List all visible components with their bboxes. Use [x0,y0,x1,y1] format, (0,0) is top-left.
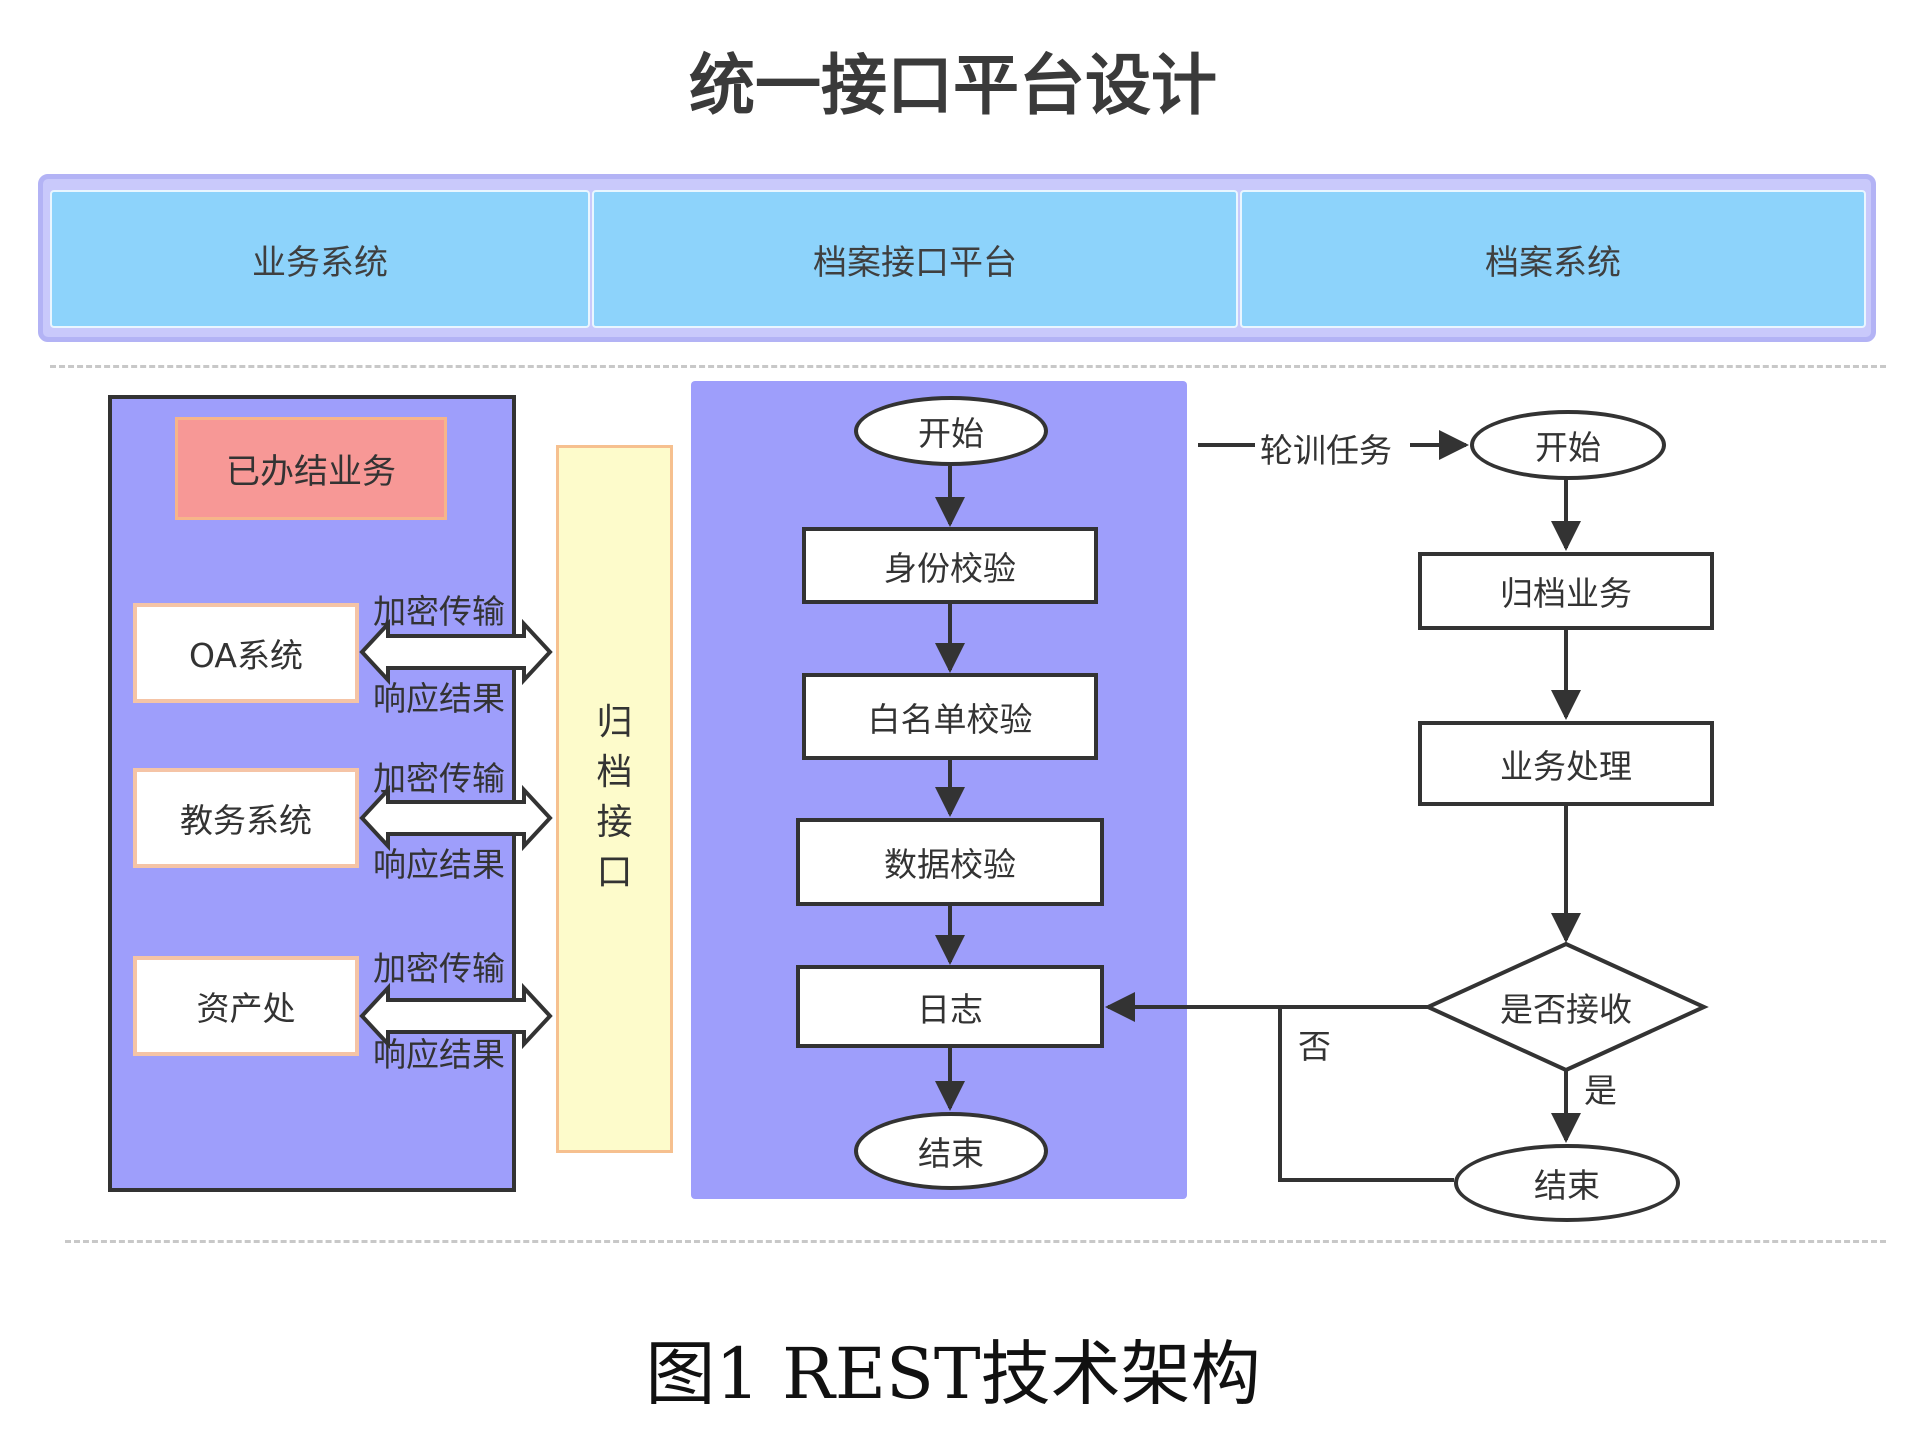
divider-top [50,365,1886,368]
node-label: 白名单校验 [867,699,1033,739]
decision-diamond [1423,941,1709,1073]
lane-archive-system: 档案系统 [1240,190,1866,328]
archive-flow-arrows [1105,478,1581,1182]
completed-business-box: 已办结业务 [175,417,447,520]
log-node: 日志 [796,965,1104,1048]
polling-task-label: 轮训任务 [1260,431,1392,470]
system-label: OA系统 [189,636,303,675]
figure-caption: 图1 REST技术架构 [645,1332,1261,1415]
archive-interface-char: 口 [596,852,633,893]
double-arrow-asset [359,982,553,1050]
node-label: 业务处理 [1500,746,1632,786]
identity-check-node: 身份校验 [802,527,1098,604]
data-check-node: 数据校验 [796,818,1104,906]
lane-label: 档案接口平台 [813,242,1017,283]
encrypted-transfer-label: 加密传输 [373,949,505,988]
node-label: 结束 [918,1134,984,1173]
node-label: 开始 [918,414,984,453]
node-label: 日志 [917,989,983,1029]
yes-label: 是 [1584,1071,1617,1110]
node-label: 身份校验 [884,548,1016,588]
asset-office-box: 资产处 [133,956,359,1056]
archive-end-node: 结束 [1454,1144,1680,1222]
lane-archive-interface-platform: 档案接口平台 [592,190,1238,328]
platform-end-node: 结束 [854,1112,1048,1190]
lane-label: 业务系统 [252,242,388,283]
encrypted-transfer-label: 加密传输 [373,592,505,631]
double-arrow-oa [359,618,553,686]
academic-system-box: 教务系统 [133,768,359,868]
divider-bottom [65,1240,1886,1243]
completed-business-label: 已办结业务 [226,452,396,492]
archive-interface-box: 归 档 接 口 [556,445,673,1153]
response-result-label: 响应结果 [373,845,505,884]
lane-business-system: 业务系统 [50,190,590,328]
lane-label: 档案系统 [1485,242,1621,283]
archive-business-node: 归档业务 [1418,552,1714,630]
platform-start-node: 开始 [854,396,1048,466]
archive-interface-char: 归 [596,702,633,743]
response-result-label: 响应结果 [373,679,505,718]
decision-label: 是否接收 [1500,990,1632,1029]
whitelist-check-node: 白名单校验 [802,673,1098,760]
no-label: 否 [1298,1027,1331,1066]
double-arrow-academic [359,784,553,852]
archive-start-node: 开始 [1470,410,1666,480]
business-processing-node: 业务处理 [1418,721,1714,806]
system-label: 资产处 [196,989,296,1028]
encrypted-transfer-label: 加密传输 [373,759,505,798]
response-result-label: 响应结果 [373,1035,505,1074]
node-label: 数据校验 [884,845,1016,884]
page-title: 统一接口平台设计 [689,47,1217,124]
archive-interface-char: 档 [596,752,633,793]
archive-interface-char: 接 [596,802,633,843]
oa-system-box: OA系统 [133,603,359,703]
node-label: 开始 [1535,428,1601,467]
node-label: 归档业务 [1500,574,1632,613]
node-label: 结束 [1534,1166,1600,1205]
system-label: 教务系统 [180,801,312,840]
